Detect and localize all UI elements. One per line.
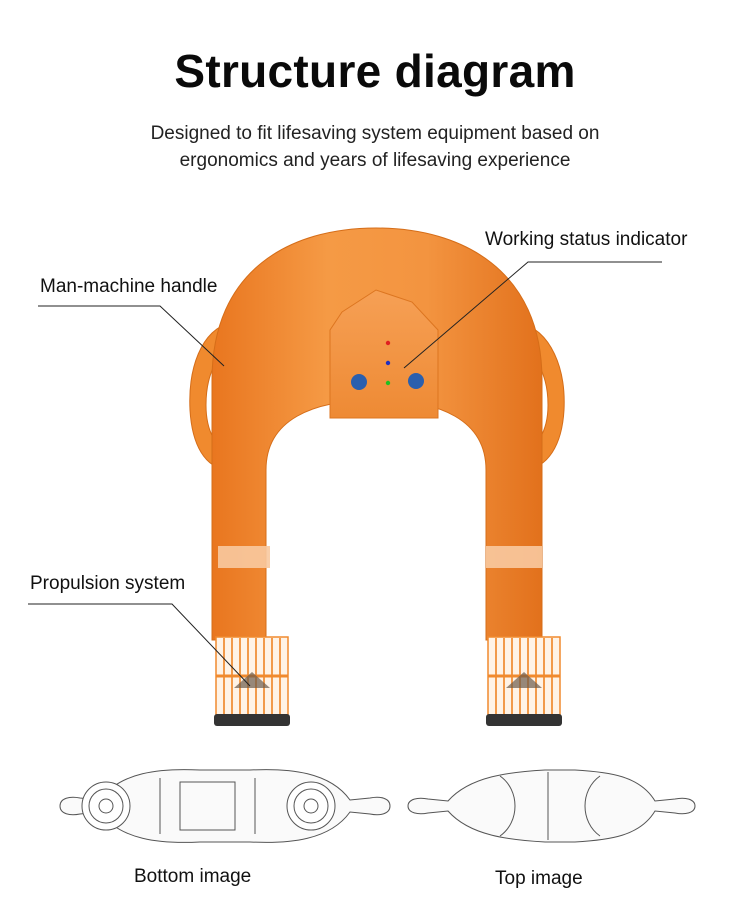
page-title: Structure diagram bbox=[174, 45, 576, 97]
propulsion-left bbox=[214, 636, 290, 726]
subtitle-line-1: Designed to fit lifesaving system equipm… bbox=[150, 123, 600, 144]
status-led-red bbox=[385, 340, 391, 346]
leader-handle bbox=[38, 305, 225, 367]
status-led-green bbox=[385, 380, 391, 386]
control-panel bbox=[329, 289, 439, 419]
subtitle-line-2: ergonomics and years of lifesaving exper… bbox=[179, 150, 571, 171]
leader-status bbox=[403, 261, 662, 369]
power-button-right[interactable] bbox=[408, 373, 424, 389]
callout-handle: Man-machine handle bbox=[40, 276, 218, 297]
power-button-left[interactable] bbox=[351, 374, 367, 390]
callout-propulsion: Propulsion system bbox=[30, 573, 186, 594]
page-subtitle: Designed to fit lifesaving system equipm… bbox=[80, 120, 670, 174]
status-led-blue bbox=[385, 360, 391, 366]
leader-propulsion bbox=[28, 603, 251, 687]
buoy-body bbox=[211, 227, 543, 641]
reflective-strip-right bbox=[486, 546, 542, 568]
top-view-drawing bbox=[407, 769, 696, 843]
caption-bottom-image: Bottom image bbox=[134, 866, 252, 887]
bottom-view-drawing bbox=[59, 769, 391, 843]
callout-status-indicator: Working status indicator bbox=[485, 229, 688, 250]
propulsion-right bbox=[486, 636, 562, 726]
caption-top-image: Top image bbox=[495, 868, 583, 889]
reflective-strip-left bbox=[218, 546, 270, 568]
